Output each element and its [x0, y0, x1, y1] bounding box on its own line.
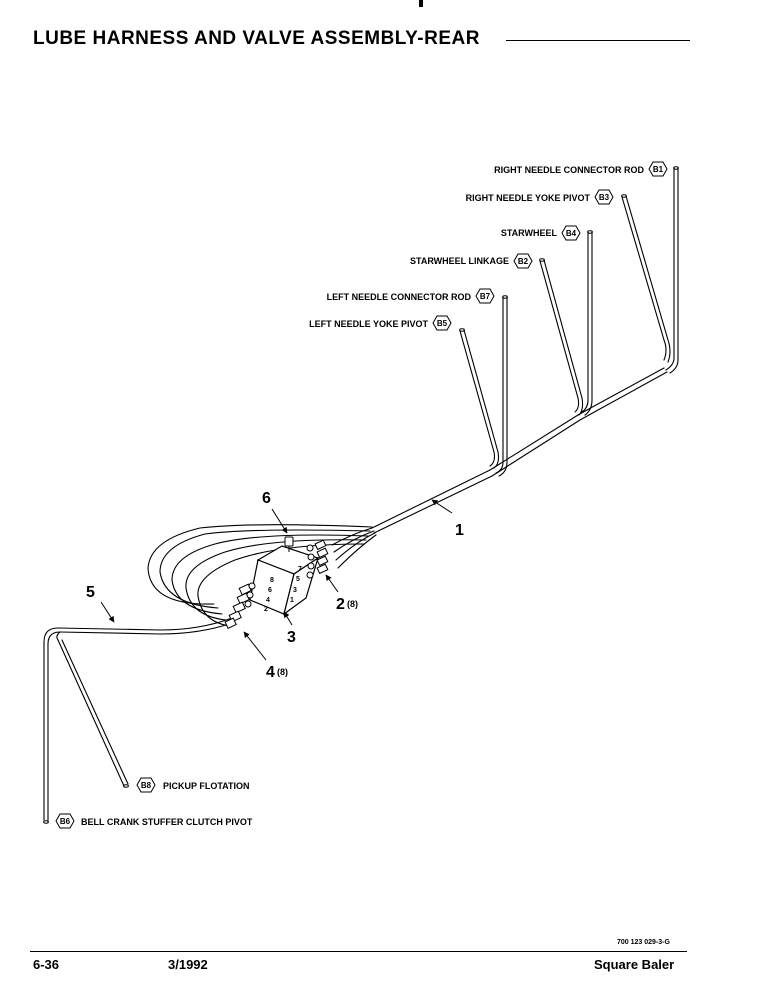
loop-line-1: [147, 524, 373, 605]
title-rule: [506, 40, 690, 41]
document-code: 700 123 029-3-G: [617, 939, 670, 946]
badge-code: B8: [141, 781, 152, 790]
callout-label: BELL CRANK STUFFER CLUTCH PIVOT: [81, 817, 253, 827]
callout-b2: STARWHEEL LINKAGE B2: [410, 253, 533, 269]
callout-label: RIGHT NEEDLE CONNECTOR ROD: [494, 165, 644, 175]
line-b4: [581, 231, 589, 413]
line-part5: [43, 617, 233, 821]
callout-label: RIGHT NEEDLE YOKE PIVOT: [466, 193, 591, 203]
part-number-5: 5: [86, 584, 95, 601]
page-top-mark: [419, 0, 423, 7]
part-quantity-2: (8): [347, 599, 358, 609]
valve-port-labels: 8 7 6 5 4 3 2 1: [264, 566, 302, 613]
left-fittings: [224, 582, 256, 629]
hex-badge-icon: [136, 777, 156, 793]
page-number: 6-36: [33, 957, 60, 972]
right-fittings: [306, 539, 329, 579]
badge-code: B4: [566, 229, 577, 238]
badge-code: B3: [599, 193, 610, 202]
hex-badge-icon: [648, 161, 668, 177]
valve-port-label: 2: [264, 606, 268, 613]
badge-code: B7: [480, 292, 491, 301]
line-b3: [621, 196, 667, 361]
valve-port-label: 3: [293, 587, 297, 594]
part-number-3: 3: [287, 629, 296, 646]
callout-b5: LEFT NEEDLE YOKE PIVOT B5: [309, 315, 452, 331]
line-b7: [495, 296, 504, 474]
callout-b6: B6 BELL CRANK STUFFER CLUTCH PIVOT: [55, 813, 253, 829]
badge-code: B5: [437, 319, 448, 328]
part-number-6: 6: [262, 490, 271, 507]
hex-badge-icon: [561, 225, 581, 241]
line-b5: [459, 330, 496, 467]
valve-port-label: 7: [298, 566, 302, 573]
footer-rule: [30, 951, 687, 952]
callout-label: PICKUP FLOTATION: [163, 781, 250, 791]
valve-port-label: 8: [270, 577, 274, 584]
line-b8: [57, 639, 125, 787]
part-number-2: 2: [336, 596, 345, 613]
harness-trunk-wall: [373, 371, 668, 534]
callout-label: LEFT NEEDLE CONNECTOR ROD: [327, 292, 472, 302]
badge-code: B2: [518, 257, 529, 266]
hex-badge-icon: [432, 315, 452, 331]
callout-b7: LEFT NEEDLE CONNECTOR ROD B7: [327, 288, 495, 304]
hex-badge-icon: [475, 288, 495, 304]
part-number-1: 1: [455, 522, 464, 539]
badge-code: B6: [60, 817, 71, 826]
callout-b4: STARWHEEL B4: [501, 225, 581, 241]
callout-b3: RIGHT NEEDLE YOKE PIVOT B3: [466, 189, 614, 205]
valve-port-label: 6: [268, 587, 272, 594]
part-number-4: 4: [266, 664, 275, 681]
hex-badge-icon: [594, 189, 614, 205]
badge-code: B1: [653, 165, 664, 174]
line-b1: [665, 167, 675, 371]
page-date: 3/1992: [168, 957, 208, 972]
page-title: LUBE HARNESS AND VALVE ASSEMBLY-REAR: [33, 28, 480, 49]
valve-port-label: 4: [266, 597, 270, 604]
hex-badge-icon: [55, 813, 75, 829]
line-b2: [539, 260, 580, 413]
grease-fitting: [284, 536, 294, 552]
callout-b8: B8 PICKUP FLOTATION: [136, 777, 250, 793]
product-name: Square Baler: [594, 957, 675, 972]
callout-label: STARWHEEL LINKAGE: [410, 256, 509, 266]
hex-badge-icon: [513, 253, 533, 269]
valve-port-label: 1: [290, 597, 294, 604]
valve-port-label: 5: [296, 576, 300, 583]
callout-label: STARWHEEL: [501, 228, 558, 238]
callout-label: LEFT NEEDLE YOKE PIVOT: [309, 319, 428, 329]
harness-trunk: [371, 367, 665, 529]
part-quantity-4: (8): [277, 667, 288, 677]
callout-b1: RIGHT NEEDLE CONNECTOR ROD B1: [494, 161, 668, 177]
